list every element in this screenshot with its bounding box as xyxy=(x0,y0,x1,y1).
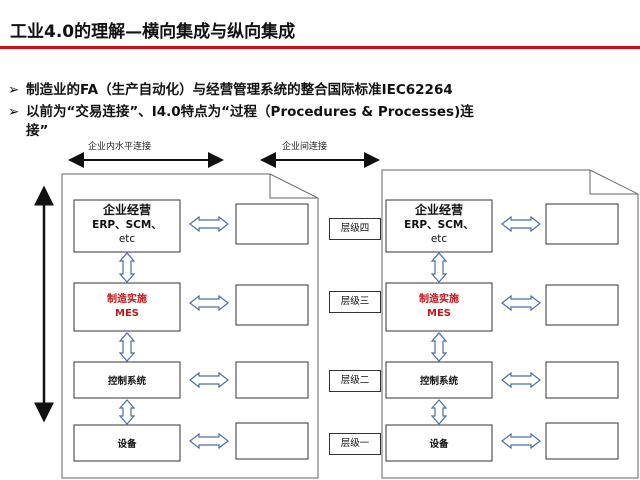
left-empty-box xyxy=(235,203,309,245)
vertical-double-arrow-icon xyxy=(430,252,448,283)
page-title: 工业4.0的理解—横向集成与纵向集成 xyxy=(10,22,296,42)
horizontal-connection-label: 企业内水平连接 xyxy=(88,142,152,152)
left-device-text: 设备 xyxy=(117,439,137,450)
right-device-text: 设备 xyxy=(429,439,449,450)
title-divider xyxy=(0,46,640,49)
right-empty-box xyxy=(545,203,619,245)
bullet-marker-icon: ➢ xyxy=(8,82,20,98)
bullet-2: ➢ 以前为“交易连接”、I4.0特点为“过程（Procedures & Proce… xyxy=(8,103,628,141)
level-1-label: 层级一 xyxy=(329,433,381,455)
vertical-double-arrow-icon xyxy=(118,332,136,362)
left-erp-box xyxy=(73,199,181,253)
double-arrow-icon xyxy=(189,294,229,312)
double-arrow-icon xyxy=(189,371,229,389)
right-empty-box xyxy=(545,284,619,326)
bullet-1: ➢ 制造业的FA（生产自动化）与经营管理系统的整合国际标准IEC62264 xyxy=(8,81,453,100)
double-arrow-icon xyxy=(189,432,229,450)
left-control-text: 控制系统 xyxy=(107,376,146,387)
left-empty-box xyxy=(235,361,309,399)
bullet-2-continuation: 接” xyxy=(26,123,49,139)
level-4-label: 层级四 xyxy=(329,218,381,240)
vertical-double-arrow-icon xyxy=(118,252,136,283)
right-erp-box xyxy=(385,199,493,253)
bullet-2-text: 以前为“交易连接”、I4.0特点为“过程（Procedures & Proces… xyxy=(26,104,474,120)
left-empty-box xyxy=(235,284,309,326)
double-arrow-icon xyxy=(501,371,541,389)
right-mes-box xyxy=(385,282,493,332)
left-erp-text: 企业经营 ERP、SCM、 etc xyxy=(92,203,162,245)
double-arrow-icon xyxy=(501,294,541,312)
right-device-box xyxy=(385,424,493,462)
inter-enterprise-label: 企业间连接 xyxy=(282,142,328,152)
left-control-box xyxy=(73,361,181,399)
right-mes-text: 制造实施 MES xyxy=(419,294,459,319)
left-mes-text: 制造实施 MES xyxy=(107,294,147,319)
right-empty-box xyxy=(545,361,619,399)
level-3-label: 层级三 xyxy=(329,291,381,313)
right-control-box xyxy=(385,361,493,399)
double-arrow-icon xyxy=(501,215,541,233)
double-arrow-icon xyxy=(189,215,229,233)
right-erp-text: 企业经营 ERP、SCM、 etc xyxy=(404,203,474,245)
left-empty-box xyxy=(235,422,309,460)
vertical-double-arrow-icon xyxy=(430,332,448,362)
right-control-text: 控制系统 xyxy=(419,376,458,387)
double-arrow-icon xyxy=(501,432,541,450)
left-mes-box xyxy=(73,282,181,332)
right-empty-box xyxy=(545,422,619,460)
level-2-label: 层级二 xyxy=(329,370,381,392)
bullet-marker-icon: ➢ xyxy=(8,104,20,120)
vertical-double-arrow-icon xyxy=(430,399,448,425)
vertical-double-arrow-icon xyxy=(118,399,136,425)
left-device-box xyxy=(73,424,181,462)
bullet-1-text: 制造业的FA（生产自动化）与经营管理系统的整合国际标准IEC62264 xyxy=(26,82,453,98)
